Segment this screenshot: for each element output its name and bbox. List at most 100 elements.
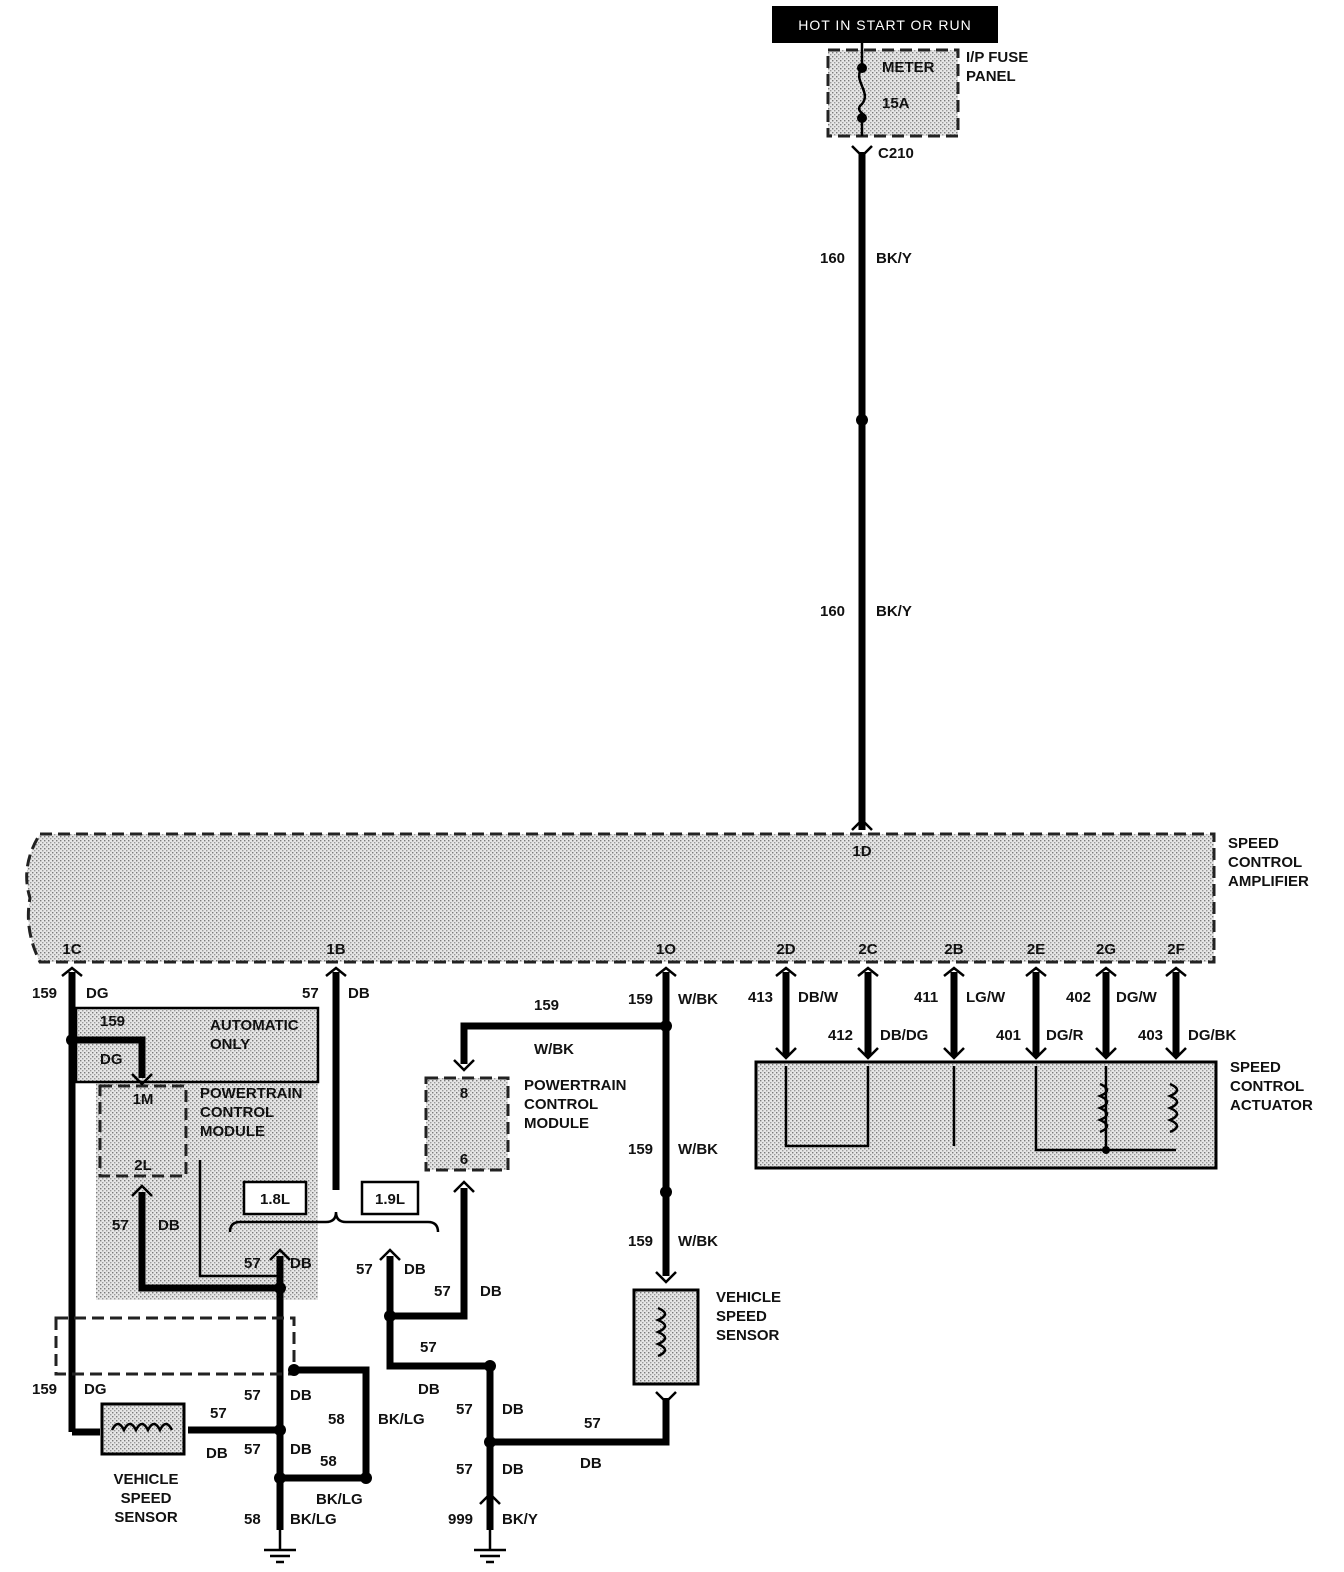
feed-circuit-2: 160 (820, 603, 845, 620)
left-vss-label-1: VEHICLE (113, 1471, 178, 1488)
left-pcm-pin-bottom: 2L (134, 1157, 152, 1174)
center-db-c: DB (418, 1381, 440, 1398)
left-vss-db: DB (206, 1445, 228, 1462)
actuator-wire-413-circuit: 413 (748, 989, 773, 1006)
left-vss-57: 57 (210, 1405, 227, 1422)
center-159-top-color: W/BK (678, 991, 718, 1008)
engine-1-9l: 1.9L (375, 1191, 405, 1208)
trunk-bklg-2: BK/LG (316, 1491, 363, 1508)
feed-circuit-1: 160 (820, 250, 845, 267)
actuator-label-2: CONTROL (1230, 1078, 1304, 1095)
actuator-wire-401-circuit: 401 (996, 1027, 1021, 1044)
left-vss-label-3: SENSOR (114, 1509, 178, 1526)
center-159-low-color: W/BK (678, 1233, 718, 1250)
actuator-wire-412-circuit: 412 (828, 1027, 853, 1044)
center-pcm-label-1: POWERTRAIN (524, 1077, 627, 1094)
amplifier-label-3: AMPLIFIER (1228, 873, 1309, 890)
center-159-mid-color: W/BK (678, 1141, 718, 1158)
actuator-wire-411-circuit: 411 (914, 989, 938, 1006)
feed-color-2: BK/Y (876, 603, 912, 620)
amplifier-pin-2g: 2G (1096, 941, 1116, 958)
center-57-c: 57 (420, 1339, 437, 1356)
center-db-a: DB (404, 1261, 426, 1278)
center-57-b: 57 (434, 1283, 451, 1300)
trunk-bklg-1: BK/LG (378, 1411, 425, 1428)
actuator-wire-413-color: DB/W (798, 989, 839, 1006)
center-vss-db: DB (580, 1455, 602, 1472)
actuator-box (756, 1062, 1216, 1168)
center-pcm-label-2: CONTROL (524, 1096, 598, 1113)
amplifier-pin-2e: 2E (1027, 941, 1045, 958)
center-pcm-pin-top: 8 (460, 1085, 468, 1102)
center-db-b: DB (480, 1283, 502, 1300)
center-db-d: DB (502, 1401, 524, 1418)
amplifier-pin-1c: 1C (62, 941, 81, 958)
auto-only-label-2: ONLY (210, 1036, 250, 1053)
amplifier-pin-1b: 1B (326, 941, 345, 958)
trunk-58-circuit-3: 58 (244, 1511, 261, 1528)
center-vss-label-3: SENSOR (716, 1327, 780, 1344)
left-pcm-wire-circuit: 57 (112, 1217, 129, 1234)
actuator-wire-401-color: DG/R (1046, 1027, 1084, 1044)
hot-label-box (772, 6, 998, 43)
engine-1-8l-box (242, 1180, 308, 1216)
amplifier-pin-2f: 2F (1167, 941, 1185, 958)
actuator-label-3: ACTUATOR (1230, 1097, 1313, 1114)
amplifier-pin-1o: 1O (656, 941, 676, 958)
amplifier-label-2: CONTROL (1228, 854, 1302, 871)
auto-159: 159 (100, 1013, 125, 1030)
actuator-wire-402-color: DG/W (1116, 989, 1158, 1006)
ground-icon (474, 1530, 506, 1564)
trunk-db-1: DB (290, 1255, 312, 1272)
center-57-e: 57 (456, 1461, 473, 1478)
fuse-rating: 15A (882, 95, 910, 112)
left-159-circuit: 159 (32, 985, 57, 1002)
amplifier-pin-2b: 2B (944, 941, 963, 958)
trunk-58-circuit-1: 58 (328, 1411, 345, 1428)
amplifier-box (26, 834, 1215, 962)
left-57-color: DB (348, 985, 370, 1002)
trunk-db-2: DB (290, 1387, 312, 1404)
actuator-wire-412-color: DB/DG (880, 1027, 928, 1044)
left-159-color: DG (86, 985, 109, 1002)
amplifier-pin-2c: 2C (858, 941, 877, 958)
center-159-low-circuit: 159 (628, 1233, 653, 1250)
center-vss-label-2: SPEED (716, 1308, 767, 1325)
left-pcm-label-3: MODULE (200, 1123, 265, 1140)
engine-1-9l-box (360, 1180, 420, 1216)
actuator-wire-411-color: LG/W (966, 989, 1006, 1006)
center-vss-label-1: VEHICLE (716, 1289, 781, 1306)
amplifier-pin-1d: 1D (852, 843, 871, 860)
left-pcm-pin-top: 1M (133, 1091, 154, 1108)
left-pcm-box (100, 1086, 186, 1176)
actuator-internal (784, 1066, 1179, 1154)
actuator-wire-402-circuit: 402 (1066, 989, 1091, 1006)
trunk-bklg-3: BK/LG (290, 1511, 337, 1528)
center-159-mid-circuit: 159 (628, 1141, 653, 1158)
actuator-wire-403-circuit: 403 (1138, 1027, 1163, 1044)
trunk-57-circuit-1: 57 (244, 1255, 261, 1272)
center-pcm-pin-bottom: 6 (460, 1151, 468, 1168)
center-bky: BK/Y (502, 1511, 538, 1528)
actuator-wire-403-color: DG/BK (1188, 1027, 1237, 1044)
left-pcm-wire-color: DB (158, 1217, 180, 1234)
engine-1-8l: 1.8L (260, 1191, 290, 1208)
hot-label: HOT IN START OR RUN (798, 17, 972, 33)
center-159-side-color: W/BK (534, 1041, 574, 1058)
actuator-label-1: SPEED (1230, 1059, 1281, 1076)
center-159-side-circuit: 159 (534, 997, 559, 1014)
trunk-57-circuit-3: 57 (244, 1441, 261, 1458)
amplifier-pin-2d: 2D (776, 941, 795, 958)
ground-icon (264, 1530, 296, 1564)
fuse-panel-label-2: PANEL (966, 68, 1016, 85)
dashed-splice-region (54, 1316, 296, 1376)
auto-only-label-1: AUTOMATIC (210, 1017, 299, 1034)
feed-color-1: BK/Y (876, 250, 912, 267)
center-999: 999 (448, 1511, 473, 1528)
trunk-58-circuit-2: 58 (320, 1453, 337, 1470)
fuse-panel-box (828, 50, 958, 136)
center-pcm-box (426, 1078, 508, 1170)
center-db-e: DB (502, 1461, 524, 1478)
left-vss-159: 159 (32, 1381, 57, 1398)
fuse-name: METER (882, 59, 935, 76)
